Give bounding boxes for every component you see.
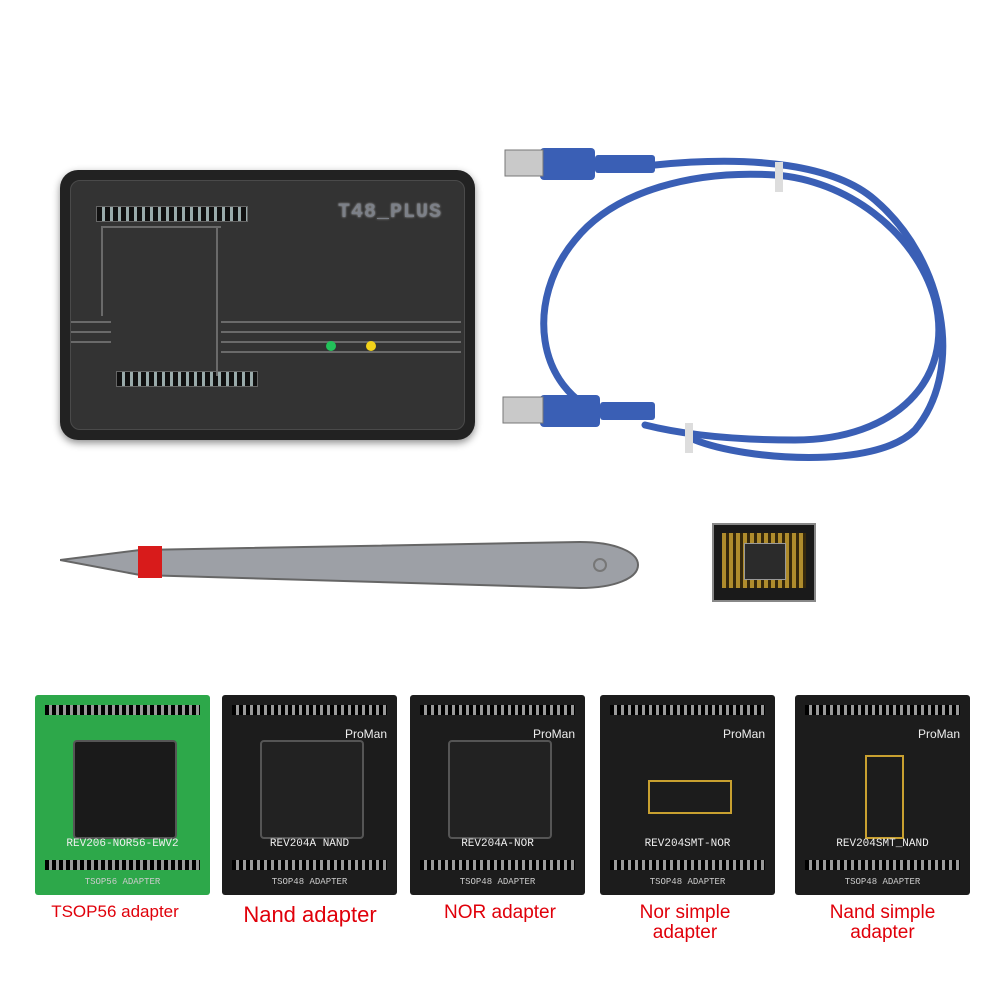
caption-line-1: Nor simple: [639, 902, 731, 923]
cable-tie-bottom: [685, 423, 693, 453]
board-brand: ProMan: [722, 727, 765, 741]
board-footer: TSOP48 ADAPTER: [459, 877, 536, 887]
usb-cable: [502, 148, 947, 461]
board-brand: ProMan: [917, 727, 960, 741]
chip-clip-adapter: [712, 523, 816, 602]
adapter-board-tsop56: REV206-NOR56-EWV2 TSOP56 ADAPTER: [35, 695, 210, 895]
caption-line-2: adapter: [850, 921, 915, 943]
adapter-board-nor: ProMan REV204A-NOR TSOP48 ADAPTER: [410, 695, 585, 895]
adapter-board-nor-simple: ProMan REV204SMT-NOR TSOP48 ADAPTER: [600, 695, 775, 895]
board-footer: TSOP48 ADAPTER: [649, 877, 726, 887]
tweezers: [60, 540, 640, 590]
programmer-face: T48_PLUS: [70, 180, 465, 430]
led-yellow: [366, 341, 376, 351]
caption-nor-simple: Nor simple adapter: [590, 903, 780, 943]
usb-b-plug: [504, 149, 544, 177]
adapter-board-nand: ProMan REV204A NAND TSOP48 ADAPTER: [222, 695, 397, 895]
board-footer: TSOP48 ADAPTER: [844, 877, 921, 887]
smt-footprint: [648, 780, 732, 814]
zif-socket: [448, 740, 552, 839]
caption-nor: NOR adapter: [444, 902, 556, 923]
caption-line-1: Nand simple: [829, 902, 936, 923]
board-title: REV204SMT-NOR: [644, 838, 731, 850]
board-title: REV206-NOR56-EWV2: [66, 838, 179, 850]
board-brand: ProMan: [532, 727, 575, 741]
adapter-board-nand-simple: ProMan REV204SMT_NAND TSOP48 ADAPTER: [795, 695, 970, 895]
board-title: REV204A-NOR: [461, 838, 534, 850]
board-title: REV204A NAND: [269, 838, 350, 850]
smt-footprint: [865, 755, 904, 839]
usb-b-connector-housing: [540, 148, 595, 180]
zif-socket: [73, 740, 177, 839]
board-brand: ProMan: [344, 727, 387, 741]
caption-nand: Nand adapter: [243, 902, 377, 927]
usb-a-connector-housing: [540, 395, 600, 427]
programmer-label: T48_PLUS: [337, 201, 442, 224]
led-green: [326, 341, 336, 351]
cable-tie-top: [775, 162, 783, 192]
usb-a-plug: [502, 396, 544, 424]
pin-header-bottom: [116, 371, 258, 387]
board-footer: TSOP56 ADAPTER: [84, 877, 161, 887]
tweezers-grip: [138, 546, 162, 578]
zif-socket: [260, 740, 364, 839]
caption-line-2: adapter: [652, 921, 718, 943]
board-footer: TSOP48 ADAPTER: [271, 877, 348, 887]
caption-nand-simple: Nand simple adapter: [785, 903, 980, 943]
board-title: REV204SMT_NAND: [836, 838, 929, 850]
pin-header-top: [96, 206, 248, 222]
programmer-device: T48_PLUS: [60, 170, 475, 440]
caption-tsop56: TSOP56 adapter: [51, 902, 179, 921]
